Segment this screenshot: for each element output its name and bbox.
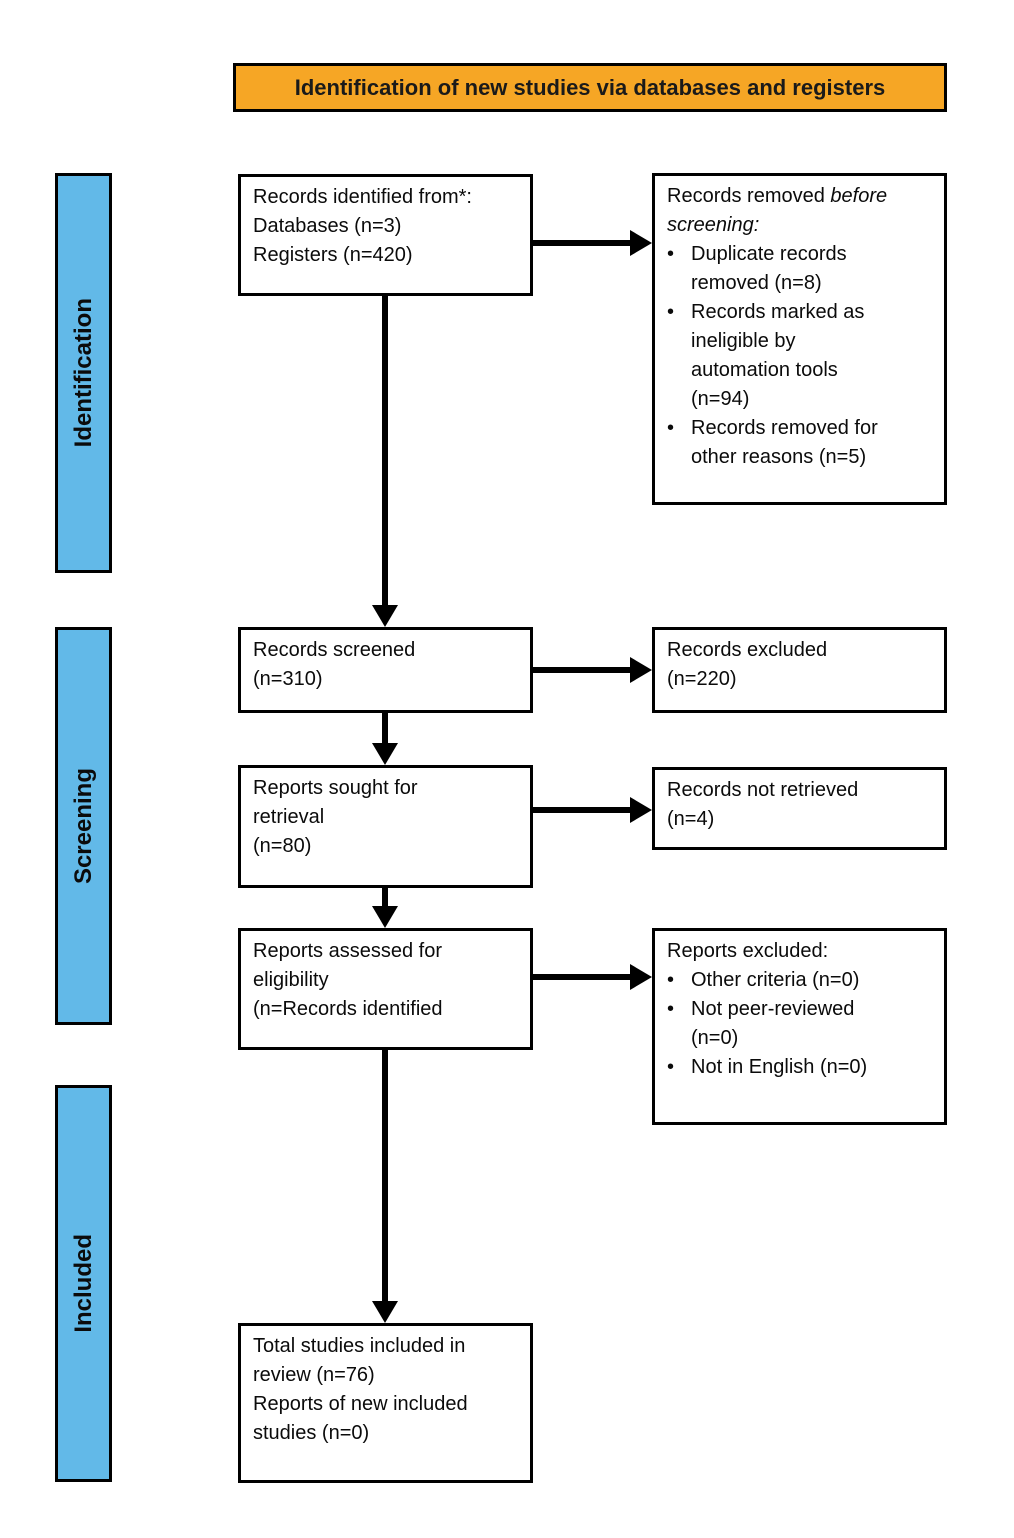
reports-excluded-heading: Reports excluded: <box>667 940 829 962</box>
bullet-icon: • <box>667 969 675 991</box>
list-item: • Records marked as ineligible by automa… <box>667 298 932 414</box>
bullet-text: Duplicate records removed (n=8) <box>691 243 847 294</box>
arrow-head <box>630 797 652 823</box>
arrow-shaft <box>533 240 632 246</box>
bullet-text: Not in English (n=0) <box>691 1056 868 1078</box>
phase-label-identification: Identification <box>69 298 97 448</box>
records-removed-heading: Records removed before screening: <box>667 185 888 236</box>
list-item: • Not in English (n=0) <box>667 1053 932 1082</box>
list-item: • Duplicate records removed (n=8) <box>667 240 932 298</box>
arrow-shaft <box>533 974 632 980</box>
arrow-head <box>630 230 652 256</box>
box-records-screened: Records screened (n=310) <box>238 627 533 713</box>
bullet-text: Other criteria (n=0) <box>691 969 860 991</box>
arrow-head <box>372 1301 398 1323</box>
diagram-title: Identification of new studies via databa… <box>294 74 886 100</box>
phase-label-included: Included <box>69 1234 97 1333</box>
bullet-text: Records removed for other reasons (n=5) <box>691 417 878 468</box>
phase-bar-screening: Screening <box>55 627 112 1025</box>
arrow-head <box>372 906 398 928</box>
list-item: • Not peer-reviewed (n=0) <box>667 995 932 1053</box>
arrow-shaft <box>382 713 388 745</box>
list-item: • Other criteria (n=0) <box>667 966 932 995</box>
arrow-shaft <box>533 807 632 813</box>
bullet-icon: • <box>667 1056 675 1078</box>
arrow-head <box>630 964 652 990</box>
phase-bar-identification: Identification <box>55 173 112 573</box>
arrow-shaft <box>382 296 388 607</box>
arrow-head <box>630 657 652 683</box>
bullet-text: Not peer-reviewed (n=0) <box>691 998 855 1049</box>
box-records-not-retrieved: Records not retrieved (n=4) <box>652 767 947 850</box>
bullet-icon: • <box>667 998 675 1020</box>
box-reports-sought: Reports sought for retrieval (n=80) <box>238 765 533 888</box>
bullet-text: Records marked as ineligible by automati… <box>691 301 865 410</box>
box-reports-excluded: Reports excluded: • Other criteria (n=0)… <box>652 928 947 1125</box>
box-total-included: Total studies included in review (n=76) … <box>238 1323 533 1483</box>
arrow-shaft <box>382 1050 388 1303</box>
phase-label-screening: Screening <box>69 767 97 885</box>
box-reports-assessed: Reports assessed for eligibility (n=Reco… <box>238 928 533 1050</box>
arrow-head <box>372 605 398 627</box>
arrow-shaft <box>533 667 632 673</box>
arrow-head <box>372 743 398 765</box>
bullet-icon: • <box>667 243 675 265</box>
phase-bar-included: Included <box>55 1085 112 1482</box>
records-removed-heading-italic: before screening: <box>667 185 888 236</box>
list-item: • Records removed for other reasons (n=5… <box>667 414 932 472</box>
box-records-removed: Records removed before screening: • Dupl… <box>652 173 947 505</box>
bullet-icon: • <box>667 301 675 323</box>
diagram-title-banner: Identification of new studies via databa… <box>233 63 947 112</box>
bullet-icon: • <box>667 417 675 439</box>
box-records-excluded: Records excluded (n=220) <box>652 627 947 713</box>
arrow-shaft <box>382 888 388 908</box>
box-records-identified: Records identified from*: Databases (n=3… <box>238 174 533 296</box>
